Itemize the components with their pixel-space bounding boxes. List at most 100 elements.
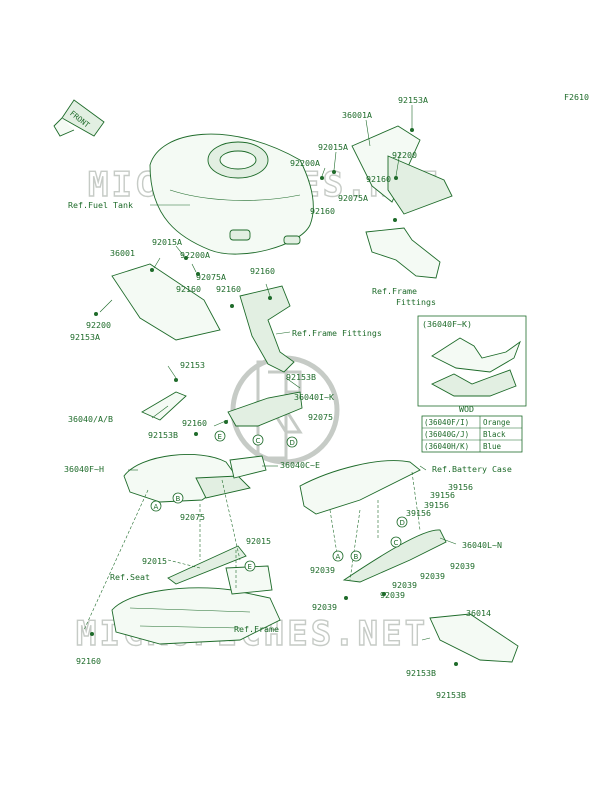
rear-frame (111, 587, 281, 645)
svg-text:A: A (336, 553, 341, 561)
part-label: 36001 (110, 248, 135, 258)
part-label: 92039 (310, 565, 335, 575)
part-labels: 92153A 36001A 92015A 92200 92200A 92160 … (64, 95, 512, 700)
fuel-tank (149, 133, 314, 255)
panel-36040c-e (229, 455, 267, 479)
part-label: 92160 (216, 284, 241, 294)
part-label: 92160 (250, 266, 275, 276)
part-label: 36001A (342, 110, 372, 120)
part-label: 39156 (430, 490, 455, 500)
svg-text:E: E (218, 433, 222, 441)
callout-b: B (172, 492, 184, 504)
ref-frame: Ref.Frame (234, 624, 279, 634)
callout-c: C (252, 434, 264, 446)
svg-text:B: B (354, 553, 359, 561)
color-row-code: (36040F/I) (424, 418, 469, 427)
part-label: 36014 (466, 608, 491, 618)
part-label: 36040F~H (64, 464, 104, 474)
cowl-36040f-h (123, 454, 251, 503)
part-label: 92015 (142, 556, 167, 566)
callout-e: E (244, 560, 256, 572)
svg-text:D: D (400, 519, 405, 527)
part-label: 92075A (338, 193, 368, 203)
part-label: 36040L~N (462, 540, 502, 550)
part-label: 92160 (176, 284, 201, 294)
callout-d: D (286, 436, 298, 448)
part-label: 92160 (310, 206, 335, 216)
part-label: 92039 (312, 602, 337, 612)
part-label: 92200 (86, 320, 111, 330)
part-label: 92015A (152, 237, 182, 247)
part-label: 92153A (70, 332, 100, 342)
svg-text:D: D (290, 439, 295, 447)
panel-36040i-k (227, 391, 303, 427)
callout-d: D (396, 516, 408, 528)
color-table-header: WOD (459, 404, 474, 414)
callout-b: B (350, 550, 362, 562)
part-label: 36040C~E (280, 460, 320, 470)
color-table (421, 415, 523, 453)
svg-text:A: A (154, 503, 159, 511)
part-label: 92200 (392, 150, 417, 160)
part-label: 92160 (76, 656, 101, 666)
part-label: 39156 (406, 508, 431, 518)
svg-text:C: C (256, 437, 261, 445)
svg-text:B: B (176, 495, 181, 503)
part-label: 92153 (180, 360, 205, 370)
side-cover-left (111, 263, 221, 341)
part-label: 92039 (392, 580, 417, 590)
inset-36040f-k (417, 315, 527, 407)
part-label: 92153B (286, 372, 316, 382)
tail-cover-36014 (429, 613, 519, 663)
callout-e: E (214, 430, 226, 442)
ref-fuel-tank: Ref.Fuel Tank (68, 200, 133, 210)
color-row-name: Blue (483, 442, 502, 451)
ref-frame-fittings: Ref.Frame Fittings (292, 328, 382, 338)
ref-fittings: Fittings (396, 297, 436, 307)
frame-fitting-left (239, 285, 295, 373)
svg-text:E: E (248, 563, 252, 571)
seat-strip (167, 545, 247, 585)
callout-a: A (150, 500, 162, 512)
ref-seat: Ref.Seat (110, 572, 150, 582)
front-arrow-icon: FRONT (53, 99, 105, 137)
part-label: 92039 (420, 571, 445, 581)
battery-case-cover (299, 460, 421, 515)
part-label: 92153B (148, 430, 178, 440)
callout-c: C (390, 536, 402, 548)
part-label: 39156 (424, 500, 449, 510)
panel-36040 (141, 391, 187, 421)
part-label: 92160 (366, 174, 391, 184)
color-row-code: (36040H/K) (424, 442, 469, 451)
leader-lines (83, 105, 457, 641)
ref-frame: Ref.Frame (372, 286, 417, 296)
part-label: 92015A (318, 142, 348, 152)
part-label: 92075 (308, 412, 333, 422)
diagram-code: F2610 (564, 92, 589, 102)
part-label: 92153A (398, 95, 428, 105)
part-label: 92200A (290, 158, 320, 168)
side-cover-right (351, 125, 453, 215)
ref-battery-case: Ref.Battery Case (432, 464, 512, 474)
fasteners (90, 128, 458, 666)
frame-fitting-right (365, 227, 441, 279)
color-row-name: Black (483, 430, 506, 439)
part-label: 36040I~K (294, 392, 334, 402)
callout-a: A (332, 550, 344, 562)
part-label: 92039 (380, 590, 405, 600)
inset-title: (36040F~K) (422, 319, 472, 329)
part-label: 92153B (436, 690, 466, 700)
part-label: 92075 (180, 512, 205, 522)
part-label: 39156 (448, 482, 473, 492)
part-label: 36040/A/B (68, 414, 113, 424)
color-row-name: Orange (483, 418, 511, 427)
part-label: 92200A (180, 250, 210, 260)
color-row-code: (36040G/J) (424, 430, 469, 439)
part-label: 92160 (182, 418, 207, 428)
part-label: 92015 (246, 536, 271, 546)
part-label: 92075A (196, 272, 226, 282)
part-label: 92153B (406, 668, 436, 678)
panel-36040l-n (342, 529, 447, 583)
svg-text:C: C (394, 539, 399, 547)
